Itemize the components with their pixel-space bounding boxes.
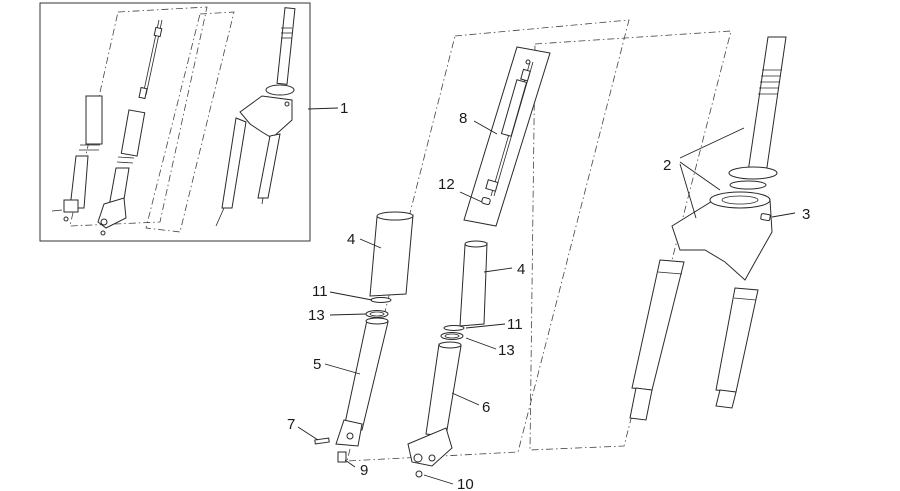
part-11-left-ring (370, 297, 392, 303)
callout-labels: 1 2 3 4 4 5 6 7 8 9 10 11 11 12 13 13 (287, 100, 810, 491)
fork-bearing-ring (728, 166, 778, 180)
callout-2: 2 (663, 157, 671, 174)
part-5-left-slider (343, 319, 389, 431)
callout-10: 10 (457, 476, 474, 491)
part-13-right-seal (440, 332, 464, 340)
inset-fork-crown (239, 95, 293, 139)
inset-left-foot (63, 199, 79, 213)
callout-3: 3 (802, 206, 810, 223)
callout-13-right: 13 (498, 342, 515, 359)
inset-dash-right (145, 11, 235, 233)
callout-8: 8 (459, 110, 467, 127)
part-12-seal (481, 196, 491, 206)
inset-left-slider (69, 155, 89, 209)
inset-left-tube (85, 95, 103, 145)
callout-4-left: 4 (347, 231, 355, 248)
fork-leg-right (715, 287, 759, 393)
inset-left-leg (51, 95, 103, 222)
damper-cylinder (500, 79, 528, 137)
fork-crown (671, 199, 773, 281)
callout-11-left: 11 (312, 283, 328, 300)
callout-4-right: 4 (517, 261, 525, 278)
fork-leg-left (631, 259, 685, 391)
part-13-left-seal (365, 310, 389, 318)
part-6-right-slider (425, 343, 462, 437)
part-4-left-tube (369, 214, 414, 297)
part-9-bolt (337, 451, 347, 463)
cartridge-panel (463, 46, 551, 227)
inset-middle-tube (120, 109, 146, 157)
inset-fork-steerer (276, 7, 296, 85)
inset-middle-leg (97, 19, 163, 236)
main-fork (629, 36, 787, 421)
callout-7: 7 (287, 416, 295, 433)
part-3-bushing (760, 213, 771, 222)
callout-5: 5 (313, 356, 321, 373)
left-leg-parts (314, 211, 414, 463)
fork-leg-right-end (715, 389, 737, 409)
fork-leg-left-end (629, 387, 653, 421)
inset-assembly-group (39, 2, 311, 242)
callout-9: 9 (360, 462, 368, 479)
part-7-bolt (314, 437, 330, 445)
inset-fork-leg-right (257, 133, 281, 199)
inset-fork (215, 7, 296, 227)
inset-frame (39, 2, 311, 242)
callout-6: 6 (482, 399, 490, 416)
inset-fork-leg-left (221, 117, 247, 209)
cartridge-panel-frame (463, 46, 551, 227)
inset-dash-left (69, 6, 208, 227)
part-11-right-ring (443, 325, 465, 331)
leader-lines (297, 107, 796, 485)
fork-steerer-tube (747, 36, 787, 175)
right-leg-parts (407, 240, 488, 478)
dash-boundary-right (529, 30, 732, 451)
part-4-right-tube (459, 242, 488, 327)
callout-1: 1 (340, 100, 348, 117)
callout-13-left: 13 (308, 307, 325, 324)
callout-11-right: 11 (507, 316, 523, 333)
callout-12: 12 (438, 176, 455, 193)
part-10-nut (415, 470, 423, 478)
